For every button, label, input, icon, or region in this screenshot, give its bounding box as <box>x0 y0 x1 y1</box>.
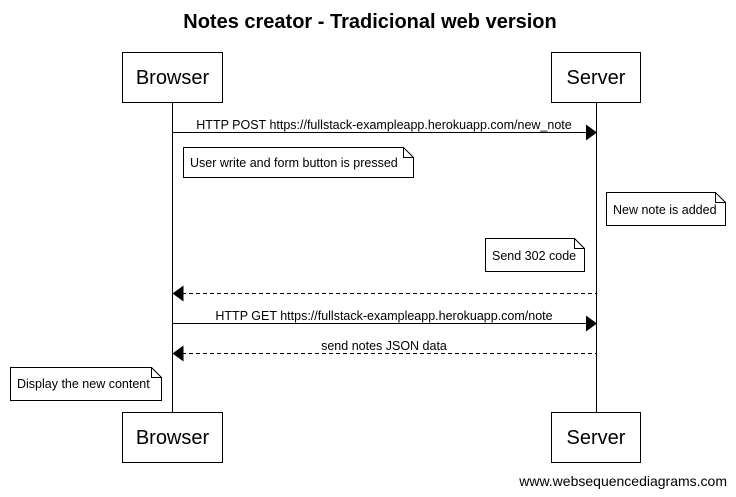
server-actor-bottom: Server <box>551 412 641 463</box>
note-new-note-added-text: New note is added <box>613 203 717 217</box>
note-user-write: User write and form button is pressed <box>183 147 414 178</box>
server-actor-bottom-label: Server <box>567 427 626 449</box>
browser-actor-top-label: Browser <box>136 67 210 89</box>
note-send-302-text: Send 302 code <box>492 249 576 263</box>
diagram-title: Notes creator - Tradicional web version <box>183 11 556 33</box>
arrowhead-right <box>586 124 597 141</box>
arrowhead-left <box>172 345 184 362</box>
message-post-new-note: HTTP POST https://fullstack-exampleapp.h… <box>172 118 597 141</box>
browser-actor-bottom-label: Browser <box>136 427 210 449</box>
note-display-content: Display the new content <box>10 367 162 401</box>
arrowhead-left <box>172 285 184 302</box>
server-actor-top-label: Server <box>567 67 626 89</box>
message-json-data: send notes JSON data <box>172 339 597 362</box>
browser-actor-top: Browser <box>122 52 223 103</box>
message-redirect-return <box>172 285 597 302</box>
note-display-content-text: Display the new content <box>17 377 150 391</box>
message-json-label: send notes JSON data <box>321 339 447 353</box>
footer-watermark: www.websequencediagrams.com <box>518 473 727 489</box>
message-get-label: HTTP GET https://fullstack-exampleapp.he… <box>215 309 552 323</box>
browser-actor-bottom: Browser <box>122 412 223 463</box>
note-user-write-text: User write and form button is pressed <box>190 156 398 170</box>
arrowhead-right <box>586 315 597 332</box>
message-post-label: HTTP POST https://fullstack-exampleapp.h… <box>196 118 571 132</box>
note-new-note-added: New note is added <box>606 192 726 226</box>
server-actor-top: Server <box>551 52 641 103</box>
note-send-302: Send 302 code <box>485 238 585 272</box>
message-get-note: HTTP GET https://fullstack-exampleapp.he… <box>172 309 597 332</box>
